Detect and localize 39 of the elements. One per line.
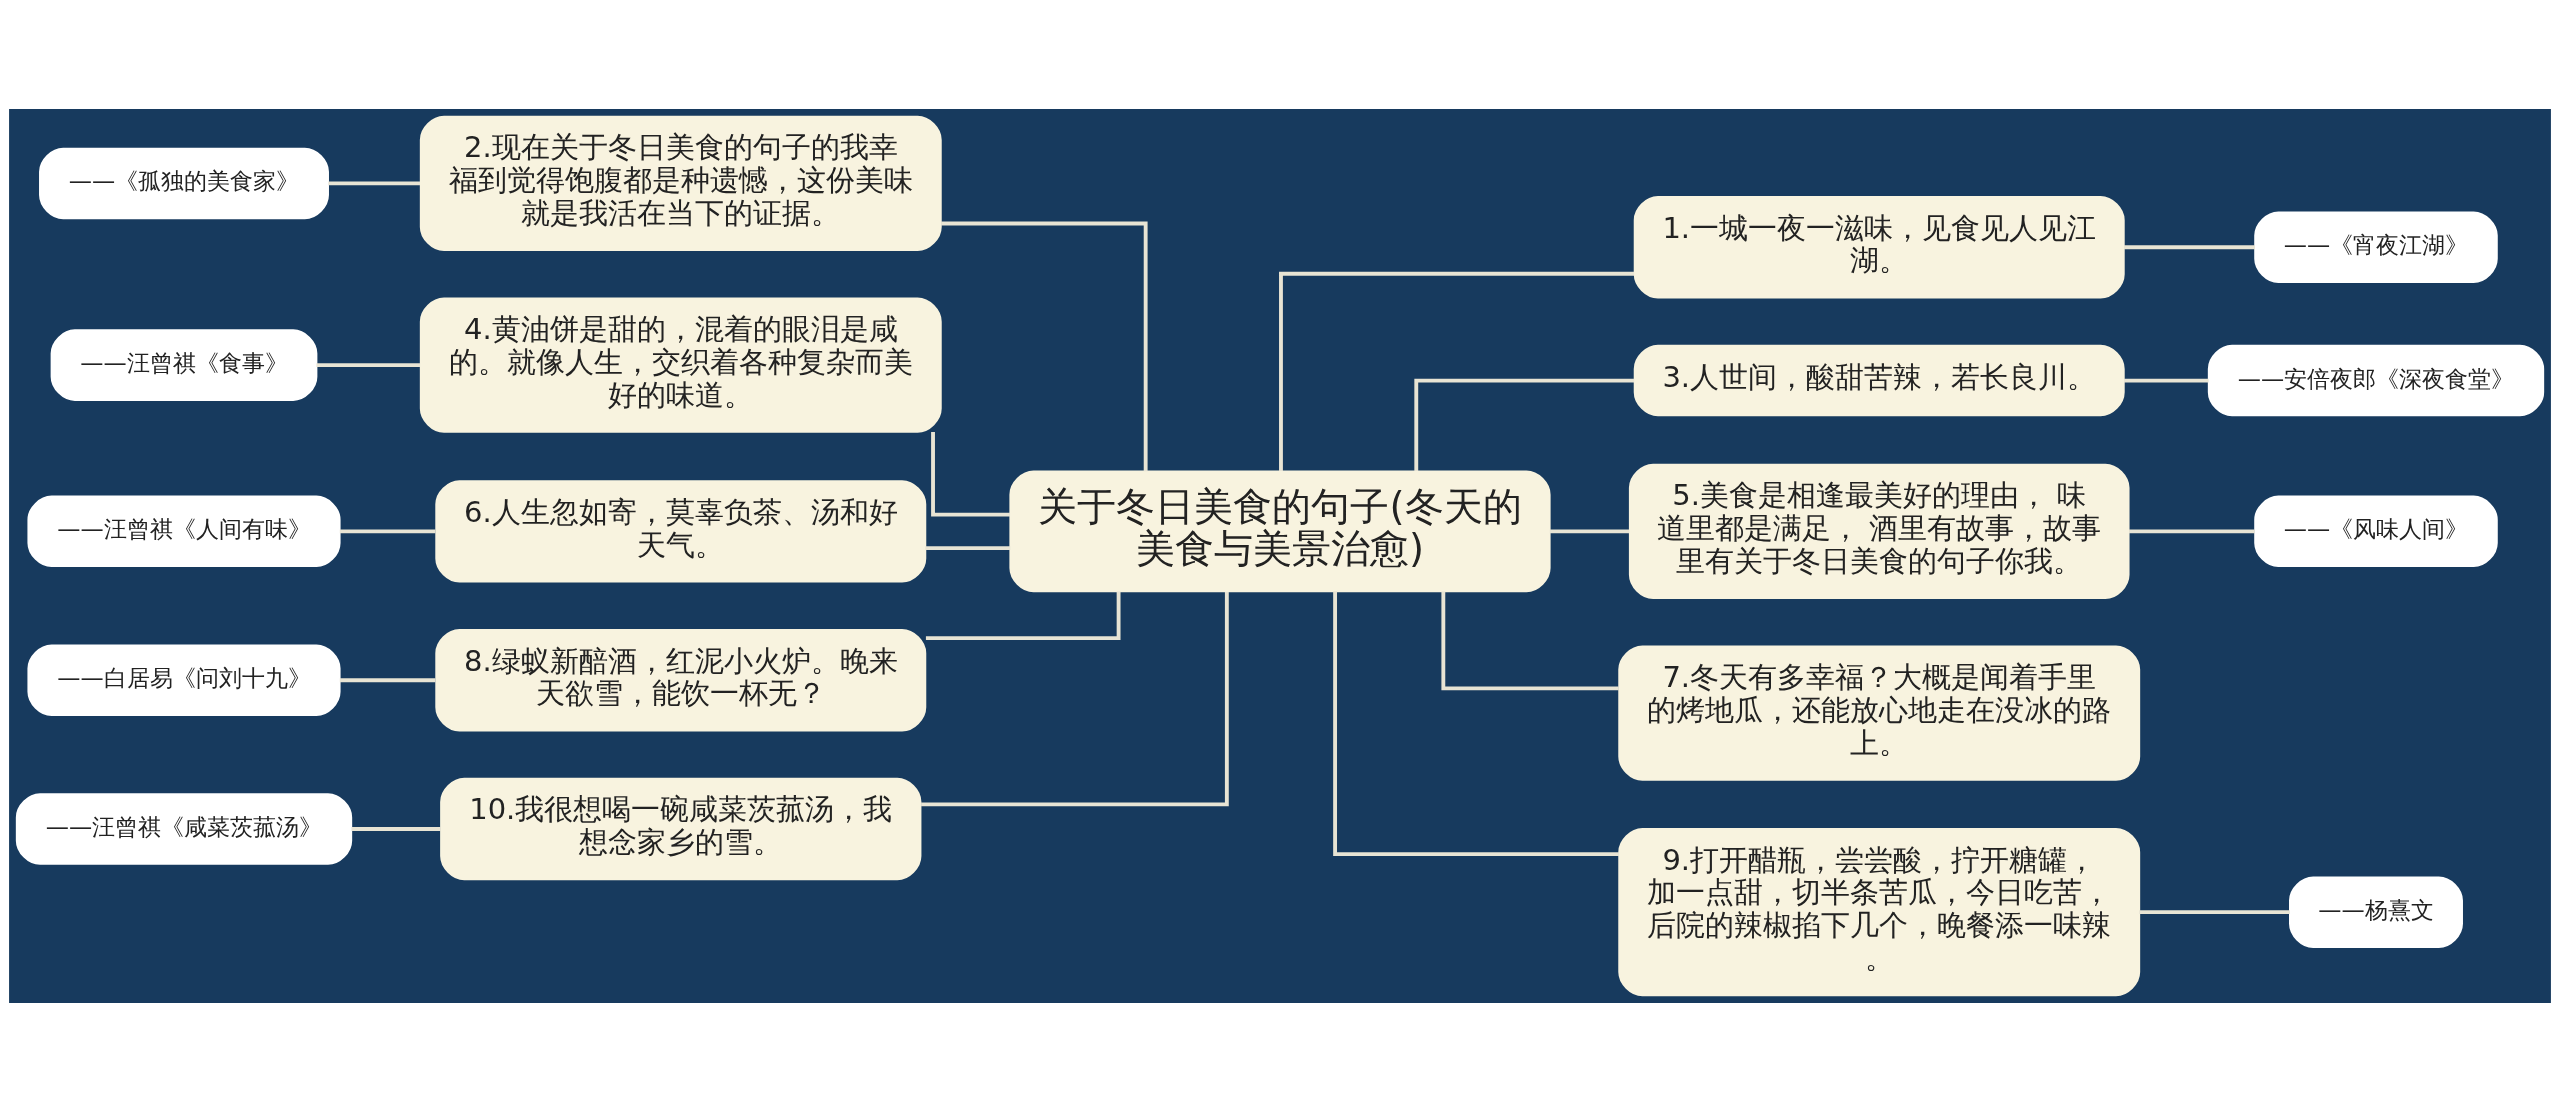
node-box: ——安倍夜郎《深夜食堂》 [2207,344,2545,416]
node-box: ——汪曾祺《人间有味》 [27,495,341,567]
node-box: ——汪曾祺《咸菜茨菰汤》 [15,792,353,865]
node-box: ——白居易《问刘十九》 [27,643,341,716]
node-box: 7.冬天有多幸福？大概是闻着手里的烤地瓜，还能放心地走在没冰的路上。 [1618,644,2141,781]
node-box: 6.人生忽如寄，莫辜负茶、汤和好天气。 [435,479,927,583]
node-box: ——杨熹文 [2289,875,2463,948]
node-box: ——《孤独的美食家》 [39,147,329,219]
connector [2139,909,2290,914]
connector [2129,528,2255,533]
connector [339,677,436,682]
connector [316,362,421,367]
node-box: 关于冬日美食的句子(冬天的美食与美景治愈) [1009,469,1551,592]
connector [1333,590,1620,856]
node-box: 9.打开醋瓶，尝尝酸，拧开糖罐，加一点甜，切半条苦瓜，今日吃苦，后院的辣椒掐下几个，晚餐添一味辣。 [1618,827,2141,996]
connector [1279,271,1635,471]
node-box: 4.黄油饼是甜的，混着的眼泪是咸的。就像人生，交织着各种复杂而美好的味道。 [419,296,942,433]
connector [925,545,1011,550]
node-box: 3.人世间，酸甜苦辣，若长良川。 [1633,344,2125,416]
node-box: ——汪曾祺《食事》 [50,328,318,401]
node-box: 10.我很想喝一碗咸菜茨菰汤，我想念家乡的雪。 [440,777,922,880]
connector [2123,378,2209,382]
node-box: ——《风味人间》 [2254,495,2498,567]
node-box: 2.现在关于冬日美食的句子的我幸福到觉得饱腹都是种遗憾，这份美味就是我活在当下的证据。 [419,115,942,251]
connector [941,221,1148,471]
connector [921,591,1229,806]
connector [1414,378,1635,471]
connector [328,181,420,185]
connector [925,591,1121,640]
connector [1549,528,1630,533]
connector [351,826,441,831]
connector [339,528,436,533]
connector [1441,591,1619,690]
node-box: 5.美食是相逢最美好的理由， 味道里都是满足， 酒里有故事，故事里有关于冬日美食的句子你我。 [1628,463,2130,599]
connector [931,431,1011,517]
node-box: ——《宵夜江湖》 [2254,210,2498,283]
node-box: 8.绿蚁新醅酒，红泥小火炉。晚来天欲雪，能饮一杯无？ [435,628,927,731]
node-box: 1.一城一夜一滋味，见食见人见江湖。 [1633,195,2125,298]
connector [2123,244,2255,249]
